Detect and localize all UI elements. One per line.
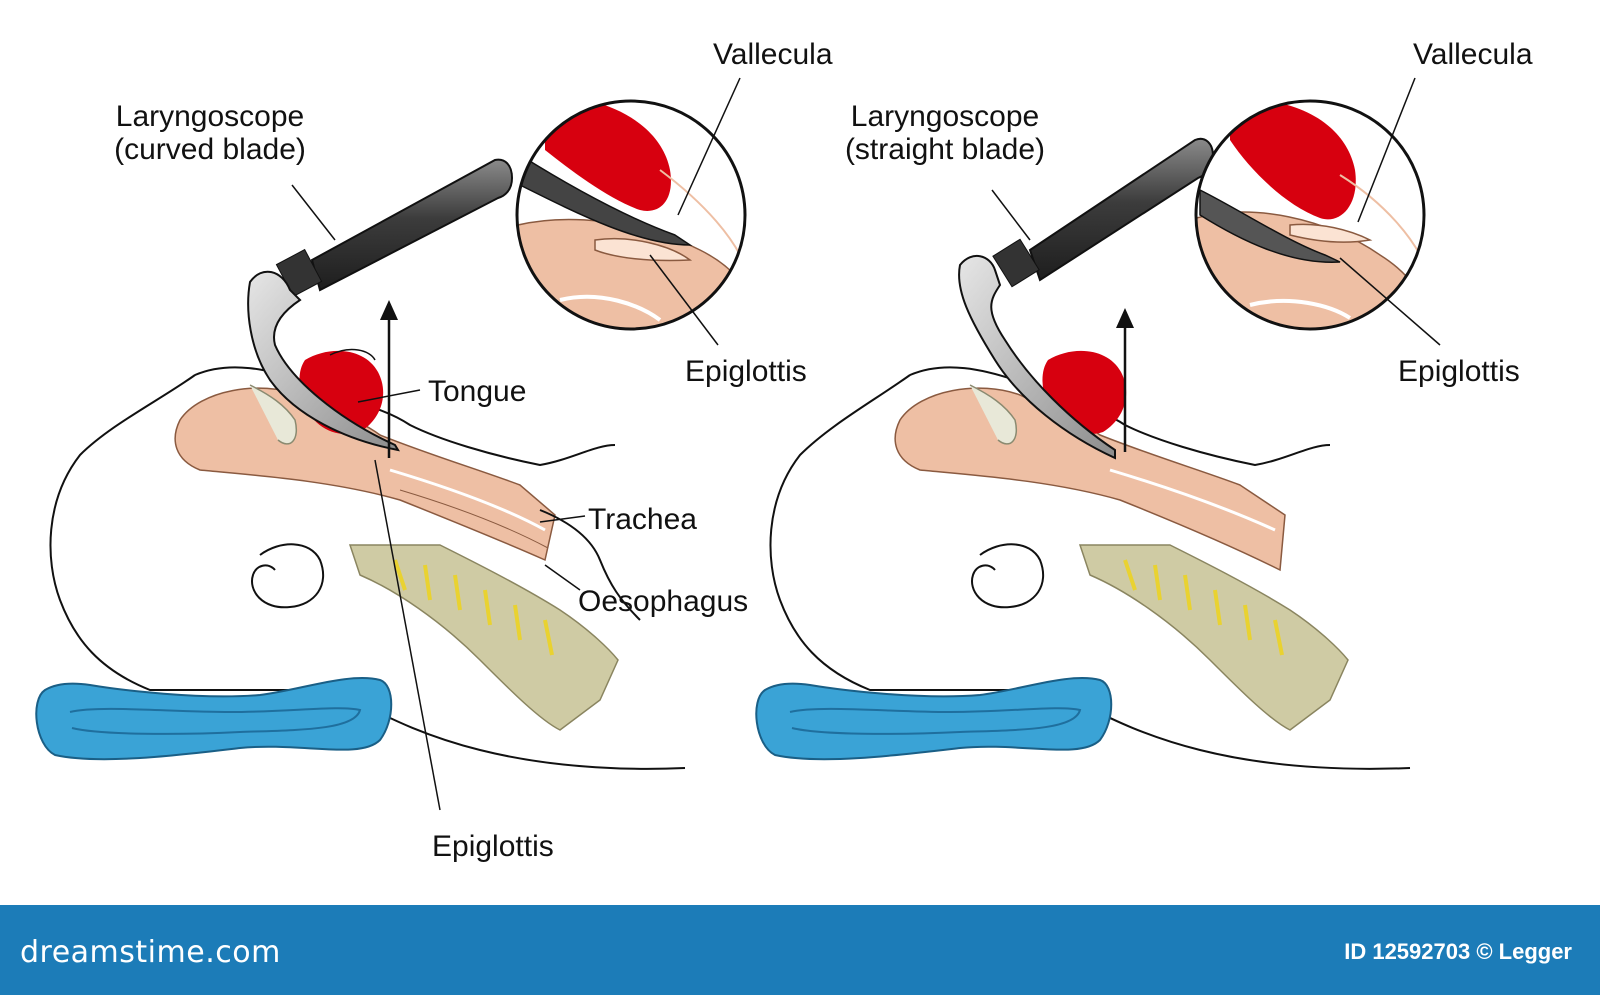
footer-image-id: ID 12592703 © Legger xyxy=(1344,939,1572,964)
inset-right xyxy=(1196,101,1424,329)
pillow-left xyxy=(35,676,393,761)
label-laryngoscope-curved: Laryngoscope (curved blade) xyxy=(95,100,325,166)
spine-right xyxy=(1078,544,1349,731)
label-vallecula-left: Vallecula xyxy=(713,38,833,71)
label-epiglottis-inset-left: Epiglottis xyxy=(685,355,807,388)
right-panel xyxy=(755,77,1441,770)
label-laryngoscope-straight: Laryngoscope (straight blade) xyxy=(825,100,1065,166)
label-epiglottis-bottom: Epiglottis xyxy=(432,830,554,863)
inset-left xyxy=(517,101,745,329)
label-line-2: (curved blade) xyxy=(114,133,306,166)
label-line-1: Laryngoscope xyxy=(115,100,305,133)
label-line-2: (straight blade) xyxy=(844,133,1046,166)
label-trachea: Trachea xyxy=(588,503,697,536)
footer-bar xyxy=(0,905,1600,995)
ear-right xyxy=(971,543,1045,609)
label-epiglottis-inset-right: Epiglottis xyxy=(1398,355,1520,388)
label-tongue: Tongue xyxy=(428,375,527,408)
left-panel xyxy=(35,77,747,811)
intubation-diagram: Laryngoscope (curved blade) Vallecula Ep… xyxy=(35,38,1533,863)
label-line-1: Laryngoscope xyxy=(850,100,1040,133)
label-oesophagus: Oesophagus xyxy=(578,585,749,618)
ear-left xyxy=(251,543,325,609)
laryngoscope-curved xyxy=(247,158,514,452)
pillow-right xyxy=(755,676,1113,761)
airway-right xyxy=(894,387,1286,572)
label-vallecula-right: Vallecula xyxy=(1413,38,1533,71)
spine-left xyxy=(348,544,619,731)
footer-logo[interactable]: dreamstime.com xyxy=(20,935,281,970)
footer: dreamstime.com ID 12592703 © Legger xyxy=(0,905,1600,995)
diagram-svg xyxy=(35,77,1441,811)
